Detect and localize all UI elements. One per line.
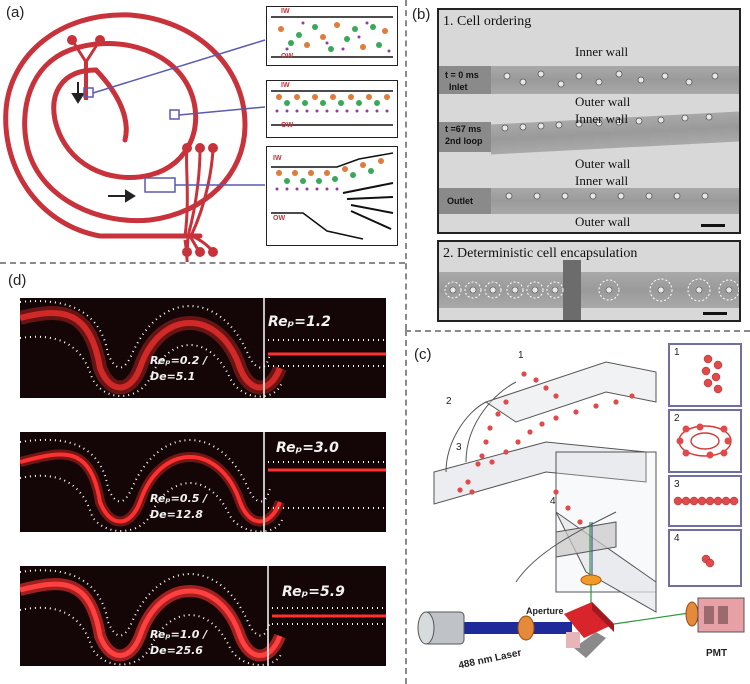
rep-right-1: Reₚ=1.2 (268, 314, 331, 330)
panel-label-a: (a) (6, 4, 25, 21)
inset-number-4: 4 (674, 533, 680, 544)
zoom-box-inlet: IW OW (266, 6, 398, 66)
inset-2: 2 (668, 409, 742, 473)
pmt-label: PMT (706, 648, 728, 659)
rep-left-2: Reₚ=0.5 / (150, 492, 208, 505)
inset-1: 1 (668, 343, 742, 407)
outer-wall-label: Outer wall (575, 94, 631, 109)
ow-label: OW (281, 122, 294, 129)
optical-setup-diagram: 1 2 3 4 (417, 350, 745, 658)
section-title-encapsulation: 2. Deterministic cell encapsulation (443, 246, 638, 261)
rep-left-1: Reₚ=0.2 / (150, 354, 208, 367)
channel-number-1: 1 (518, 350, 524, 361)
cell-ordering-micrograph (439, 10, 739, 232)
iw-label: IW (281, 8, 290, 15)
panel-label-b: (b) (412, 6, 431, 23)
inset-number-1: 1 (674, 347, 680, 358)
outer-wall-label-2: Outer wall (575, 156, 631, 171)
rep-right-2: Reₚ=3.0 (276, 440, 339, 456)
simulation-row-3: Reₚ=5.9 Reₚ=1.0 / De=25.6 (20, 566, 386, 666)
zoom-box-loop: IW OW (266, 80, 398, 138)
focused-cells-schematic (271, 90, 393, 126)
rep-left-3: Reₚ=1.0 / (150, 628, 208, 641)
time-label-1: t =67 ms (445, 124, 482, 134)
rep-right-3: Reₚ=5.9 (282, 584, 345, 600)
channel-number-3: 3 (456, 442, 462, 453)
outer-wall-label-3: Outer wall (575, 214, 631, 229)
channel-number-4: 4 (550, 496, 556, 507)
encapsulation-micrograph (439, 242, 739, 320)
inlet-cells-schematic (271, 16, 393, 58)
time-label-0: t = 0 ms (445, 70, 479, 80)
de-1: De=5.1 (150, 370, 196, 383)
iw-label: IW (273, 155, 282, 162)
ow-label: OW (281, 53, 294, 60)
inner-wall-label-3: Inner wall (575, 173, 629, 188)
spiral-channel (3, 12, 248, 239)
panel-label-c: (c) (414, 346, 432, 363)
encapsulation-panel: 2. Deterministic cell encapsulation (437, 240, 741, 322)
divider-vertical-top (405, 0, 407, 330)
cell-ordering-panel: 1. Cell ordering Inner wall Outer wall I… (437, 8, 741, 234)
time-sub-0: Inlet (449, 82, 468, 92)
inner-wall-label: Inner wall (575, 44, 629, 59)
channel-numbers: 1 2 3 4 (446, 350, 556, 507)
channel-number-2: 2 (446, 396, 452, 407)
simulation-row-1: Reₚ=1.2 Reₚ=0.2 / De=5.1 (20, 298, 386, 398)
divider-horizontal-right (405, 330, 750, 332)
inset-3: 3 (668, 475, 742, 527)
divider-horizontal-left (0, 262, 405, 264)
time-sub-1: 2nd loop (445, 136, 483, 146)
de-3: De=25.6 (150, 644, 203, 657)
inset-4: 4 (668, 529, 742, 587)
spiral-device-diagram (3, 12, 266, 262)
zoom-box-outlet: IW OW (266, 146, 398, 246)
panel-label-d: (d) (8, 272, 27, 289)
outlet-separation-schematic (271, 152, 394, 240)
divider-vertical-bottom (405, 330, 407, 684)
iw-label: IW (281, 82, 290, 89)
inset-number-2: 2 (674, 413, 680, 424)
aperture-label: Aperture (526, 606, 564, 616)
inset-number-3: 3 (674, 479, 680, 490)
simulation-row-2: Reₚ=3.0 Reₚ=0.5 / De=12.8 (20, 432, 386, 532)
time-label-2: Outlet (447, 196, 473, 206)
inner-wall-label-2: Inner wall (575, 111, 629, 126)
de-2: De=12.8 (150, 508, 203, 521)
ow-label: OW (273, 215, 286, 222)
section-title-cell-ordering: 1. Cell ordering (443, 14, 532, 29)
